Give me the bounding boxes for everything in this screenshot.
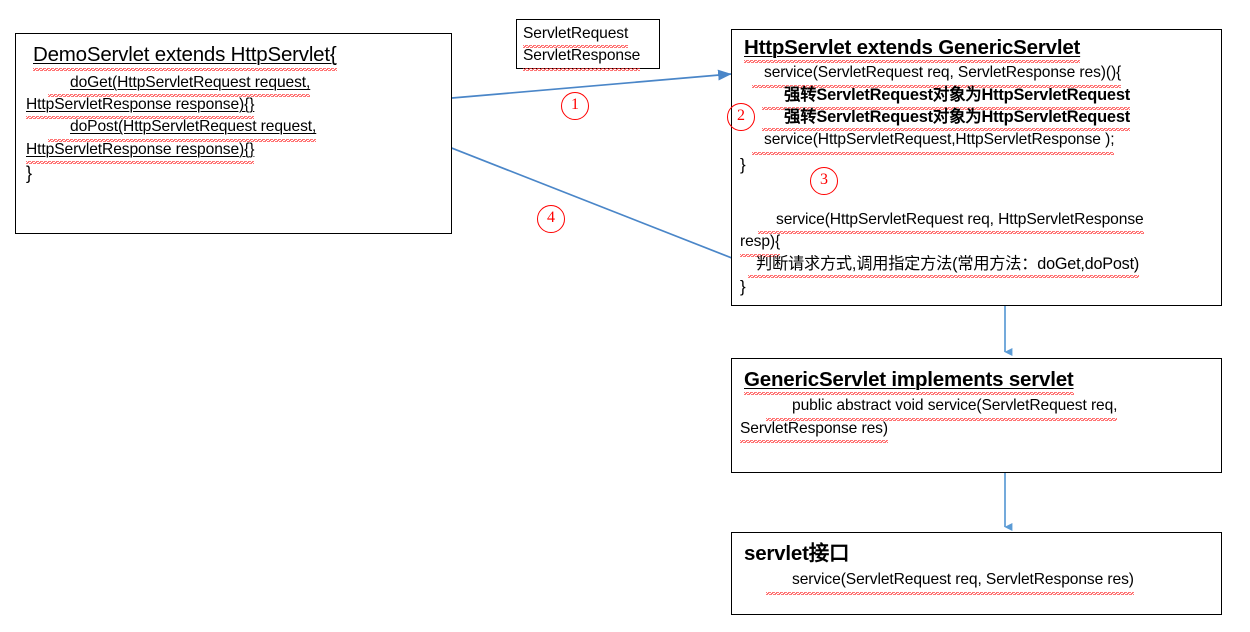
- generic-servlet-title: GenericServlet implements servlet: [744, 368, 1074, 396]
- step-marker-3: 3: [810, 167, 838, 195]
- arrow-1-call-service: [451, 69, 732, 99]
- servlet-types-box: ServletRequest ServletResponse: [516, 19, 660, 71]
- demo-servlet-class-name: DemoServlet extends HttpServlet{: [33, 43, 337, 66]
- demo-servlet-box: DemoServlet extends HttpServlet{ doGet(H…: [15, 33, 452, 234]
- http-servlet-service-http-sig: service(HttpServletRequest req, HttpServ…: [740, 209, 1215, 235]
- http-servlet-title: HttpServlet extends GenericServlet: [744, 36, 1081, 64]
- servlet-interface-box: servlet接口 service(ServletRequest req, Se…: [731, 532, 1222, 615]
- generic-servlet-line-2: ServletResponse res): [740, 418, 1215, 444]
- http-servlet-cast-line-2: 强转ServletRequest对象为HttpServletRequest: [740, 107, 1215, 132]
- generic-servlet-box: GenericServlet implements servlet public…: [731, 358, 1222, 473]
- http-servlet-closing-brace-1: }: [740, 154, 746, 174]
- demo-servlet-line-4: HttpServletResponse response){}: [26, 139, 443, 165]
- step-marker-1: 1: [561, 92, 589, 120]
- generic-servlet-line-1: public abstract void service(ServletRequ…: [740, 395, 1215, 422]
- http-servlet-service-call: service(HttpServletRequest,HttpServletRe…: [740, 129, 1215, 155]
- demo-servlet-title: DemoServlet extends HttpServlet{: [33, 42, 443, 71]
- demo-servlet-line-2: HttpServletResponse response){}: [26, 94, 443, 120]
- step-marker-2: 2: [727, 103, 755, 131]
- http-servlet-service-http-sig-cont: resp){: [740, 231, 1215, 257]
- http-servlet-box: HttpServlet extends GenericServlet servi…: [731, 29, 1222, 306]
- http-servlet-dispatch-note: 判断请求方式,调用指定方法(常用方法：doGet,doPost): [740, 254, 1215, 279]
- servlet-interface-line-1: service(ServletRequest req, ServletRespo…: [740, 569, 1215, 596]
- servlet-interface-title: servlet接口: [744, 542, 850, 565]
- http-servlet-closing-brace-2: }: [740, 277, 746, 297]
- demo-servlet-line-3: doPost(HttpServletRequest request,: [26, 116, 443, 143]
- demo-servlet-line-5: }: [26, 163, 32, 184]
- http-servlet-cast-line-1: 强转ServletRequest对象为HttpServletRequest: [740, 85, 1215, 110]
- servlet-request-label: ServletRequest: [523, 23, 653, 49]
- servlet-response-label: ServletResponse: [523, 45, 653, 71]
- http-servlet-service-generic: service(ServletRequest req, ServletRespo…: [740, 62, 1215, 89]
- demo-servlet-line-1: doGet(HttpServletRequest request,: [26, 72, 443, 98]
- step-marker-4: 4: [537, 205, 565, 233]
